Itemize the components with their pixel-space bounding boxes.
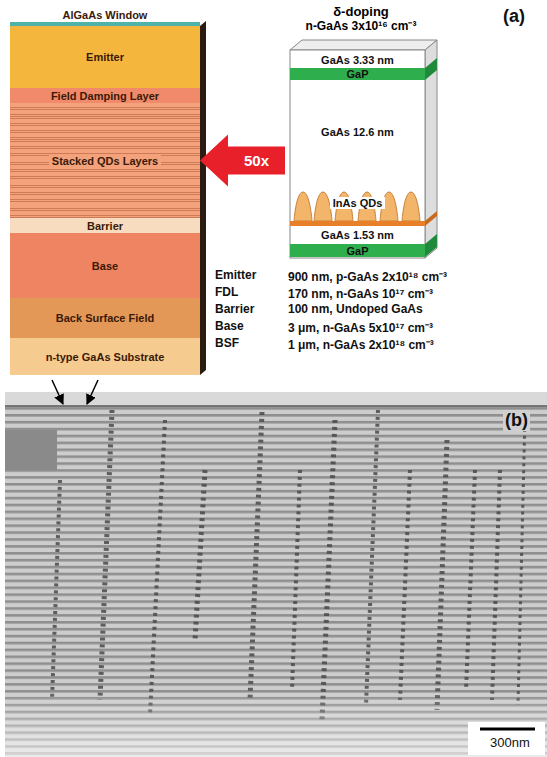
gaas-layer: GaAs 3.33 nm <box>290 52 425 68</box>
scale-bar <box>480 728 535 731</box>
layer-label: GaAs 12.6 nm <box>321 126 394 138</box>
panel-letter: (a) <box>503 6 525 27</box>
gap-layer: GaP <box>290 68 425 80</box>
layer-label: GaAs 1.53 nm <box>321 229 394 241</box>
wetting-side-face <box>425 211 437 226</box>
table-layer-name: Base <box>215 319 244 333</box>
table-layer-name: Emitter <box>215 268 256 282</box>
layer-band: Barrier <box>10 218 200 233</box>
box-top-face <box>290 40 437 50</box>
defect-column <box>250 412 262 700</box>
layer-label: InAs QDs <box>330 197 386 209</box>
tem-surface-line <box>5 405 547 407</box>
layer-band: Back Surface Field <box>10 298 200 338</box>
gap-side-face <box>425 58 437 80</box>
gap-layer: GaP <box>290 244 425 257</box>
layer-label: AlGaAs Window <box>63 9 148 21</box>
pointer-arrow <box>87 380 98 404</box>
defect-column <box>150 420 165 715</box>
layer-label: Stacked QDs Layers <box>49 155 161 167</box>
layer-label: Field Damping Layer <box>51 90 159 102</box>
arrow-label: 50x <box>242 152 271 169</box>
table-layer-spec: 3 μm, n-GaAs 5x10¹⁷ cm⁻³ <box>288 319 433 336</box>
tem-surface <box>5 392 547 406</box>
table-layer-spec: 100 nm, Undoped GaAs <box>288 302 423 316</box>
block-arrow <box>200 135 285 187</box>
defect-column <box>322 420 335 720</box>
scale-box <box>468 722 545 755</box>
layer-label: GaAs 3.33 nm <box>321 54 394 66</box>
layer-label: Base <box>92 260 118 272</box>
pointer-arrow <box>52 380 63 404</box>
quantum-dot <box>402 192 420 221</box>
box-heading: δ-doping <box>285 4 437 19</box>
layer-label: Emitter <box>86 51 124 63</box>
table-layer-spec: 170 nm, n-GaAs 10¹⁷ cm⁻³ <box>288 285 433 302</box>
defect-column <box>466 470 475 690</box>
gap-side-face <box>425 234 437 257</box>
qd-layer: InAs QDs <box>290 184 425 226</box>
defect-column <box>52 480 60 700</box>
layer-band: Base <box>10 233 200 298</box>
layer-band: n-type GaAs Substrate <box>10 338 200 375</box>
box-front-face <box>290 50 425 258</box>
layer-band: Stacked QDs Layers <box>10 103 200 218</box>
table-layer-name: FDL <box>215 285 238 299</box>
quantum-dot <box>294 192 312 221</box>
box-subheading: n-GaAs 3x10¹⁶ cm⁻³ <box>285 19 437 34</box>
period-box: GaAs 3.33 nm GaP GaAs 12.6 nm InAs QDsGaAs … <box>285 4 437 260</box>
layer-label: Back Surface Field <box>56 312 154 324</box>
layer-label: GaP <box>346 68 368 80</box>
table-layer-name: BSF <box>215 336 239 350</box>
tem-image <box>5 392 547 757</box>
defect-column <box>195 470 205 640</box>
table-layer-name: Barrier <box>215 302 254 316</box>
window-layer: AlGaAs Window <box>10 6 200 26</box>
gaas-layer: GaAs 1.53 nm <box>290 226 425 244</box>
defect-column <box>292 470 300 690</box>
layer-band: Emitter <box>10 26 200 88</box>
layer-label: GaP <box>346 245 368 257</box>
stack-side-edge <box>200 21 206 375</box>
layer-band: Field Damping Layer <box>10 88 200 103</box>
defect-column <box>366 410 378 705</box>
tem-defect-columns <box>52 410 525 720</box>
defect-column <box>437 440 447 710</box>
defect-column <box>518 415 525 705</box>
gaas-layer: GaAs 12.6 nm <box>290 80 425 184</box>
table-layer-spec: 900 nm, p-GaAs 2x10¹⁸ cm⁻³ <box>288 268 447 285</box>
panel-letter: (b) <box>503 410 530 431</box>
scale-label: 300nm <box>488 735 532 750</box>
layer-label: n-type GaAs Substrate <box>46 351 165 363</box>
defect-column <box>100 410 112 700</box>
layer-label: Barrier <box>87 220 123 232</box>
table-layer-spec: 1 μm, n-GaAs 2x10¹⁸ cm⁻³ <box>288 336 434 353</box>
tem-fade <box>5 690 547 757</box>
tem-dark-region <box>5 430 57 470</box>
defect-column <box>492 470 500 700</box>
defect-column <box>400 470 410 700</box>
box-side-face <box>425 40 437 258</box>
